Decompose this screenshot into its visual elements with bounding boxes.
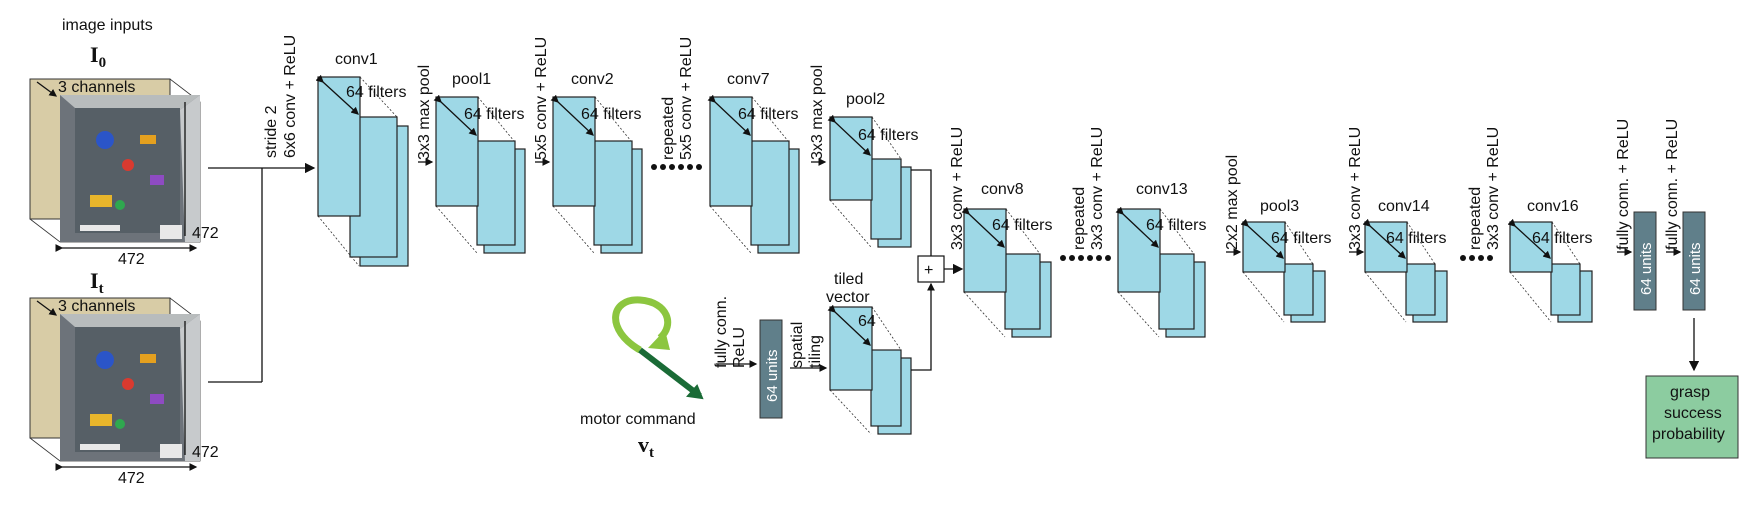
output-line-1: grasp [1670,384,1710,401]
tiled-vector-block [827,304,912,435]
conv7-label: conv7 [727,71,770,88]
repeated-label-3: repeated [1467,187,1484,250]
fc-units-2: 64 units [1682,211,1706,311]
conv13-filters: 64 filters [1146,217,1206,234]
motor-units-label: 64 units [764,349,781,402]
conv6-label: 6x6 conv + ReLU [282,35,299,158]
conv3-label-2: 3x3 conv + ReLU [1347,127,1364,250]
pool2-label: pool2 [846,91,885,108]
spatial-tiling-label-2: tiling [807,335,824,368]
input-merge-lines [208,162,316,383]
i0-label: I0 [90,42,106,71]
repeat-dots-3 [1460,255,1493,261]
tiled-vector-label-1: tiled [834,271,863,288]
pool2-to-sum-line [911,169,935,270]
conv2-label: conv2 [571,71,614,88]
pool1-label: pool1 [452,71,491,88]
sum-node: + [917,255,945,283]
fc-units-2-label: 64 units [1687,242,1704,295]
conv1-block [315,74,409,267]
image-input-it: 3 channels 472 472 [29,297,219,487]
conv5-label: 5x5 conv + ReLU [533,37,550,160]
conv3-repeated-label-1: 3x3 conv + ReLU [1089,127,1106,250]
it-label: It [90,268,104,297]
fc-relu-label-2: fully conn. + ReLU [1664,119,1681,250]
conv16-filters: 64 filters [1532,230,1592,247]
repeat-dots-2 [1060,255,1111,261]
sum-symbol: + [924,262,933,279]
pool3-label: pool3 [1260,198,1299,215]
conv2-filters: 64 filters [581,106,641,123]
motor-fc-units: 64 units [759,319,783,419]
conv7-block [707,94,800,254]
repeated-label-1: repeated [660,97,677,160]
width-label-it: 472 [118,470,145,487]
spatial-tiling-label-1: spatial [789,322,806,368]
channels-label-it: 3 channels [58,298,135,315]
inputs-title: image inputs [62,17,153,34]
conv8-block [961,206,1052,338]
workspace-photo-i0 [60,95,200,242]
tiled-vector-label-2: vector [826,289,870,306]
conv13-block [1115,206,1206,338]
width-label-i0: 472 [118,251,145,268]
repeated-label-2: repeated [1071,187,1088,250]
output-line-2: success [1664,405,1722,422]
grasp-success-output: grasp success probability [1645,375,1739,459]
motor-fc-label-2: ReLU [731,327,748,368]
motor-command-caption: motor command [580,411,696,428]
fc-units-1-label: 64 units [1638,242,1655,295]
height-label-i0: 472 [192,225,219,242]
repeat-dots-1 [651,164,702,170]
motor-command-icon [612,296,704,400]
conv14-block [1362,218,1448,323]
pool1-filters: 64 filters [464,106,524,123]
fc-relu-label-1: fully conn. + ReLU [1615,119,1632,250]
pool1-block [433,94,526,254]
pool2-block [827,114,912,248]
conv3-repeated-label-2: 3x3 conv + ReLU [1485,127,1502,250]
input-arrows [418,158,1682,256]
output-line-3: probability [1652,426,1725,443]
fc-units-1: 64 units [1633,211,1657,311]
maxpool3-label-1: 3x3 max pool [416,65,433,160]
conv5-repeated-label: 5x5 conv + ReLU [678,37,695,160]
tiled-to-sum-line [911,282,935,371]
conv13-label: conv13 [1136,181,1188,198]
pool3-filters: 64 filters [1271,230,1331,247]
conv16-label: conv16 [1527,198,1579,215]
pool2-filters: 64 filters [858,127,918,144]
height-label-it: 472 [192,444,219,461]
stride-label: stride 2 [263,105,280,158]
motor-fc-label-1: fully conn. [713,296,730,368]
maxpool2-label: 2x2 max pool [1224,155,1241,250]
pool3-block [1240,218,1326,323]
conv1-label: conv1 [335,51,378,68]
conv14-label: conv14 [1378,198,1430,215]
channels-label-i0: 3 channels [58,79,135,96]
tiled-vector-number: 64 [858,313,876,330]
motor-symbol: vt [638,432,654,461]
conv8-label: conv8 [981,181,1024,198]
image-input-i0: 3 channels 472 472 [29,78,219,268]
conv16-block [1507,218,1593,323]
conv14-filters: 64 filters [1386,230,1446,247]
conv2-block [550,94,643,254]
conv1-filters: 64 filters [346,84,406,101]
conv8-filters: 64 filters [992,217,1052,234]
maxpool3-label-2: 3x3 max pool [809,65,826,160]
conv7-filters: 64 filters [738,106,798,123]
workspace-photo-it [60,314,200,461]
